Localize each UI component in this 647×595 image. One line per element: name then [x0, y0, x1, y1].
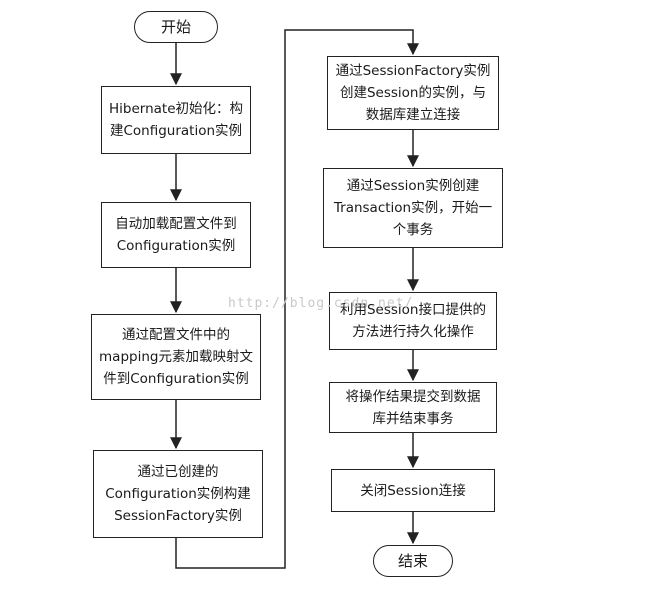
commit-transaction-step: 将操作结果提交到数据 库并结束事务	[329, 382, 497, 433]
start-node: 开始	[134, 11, 218, 43]
build-session-factory-step: 通过已创建的 Configuration实例构建 SessionFactory实…	[93, 450, 263, 538]
hibernate-init-step: Hibernate初始化：构 建Configuration实例	[101, 86, 251, 154]
create-session-step: 通过SessionFactory实例 创建Session的实例，与 数据库建立连…	[327, 56, 499, 130]
create-transaction-step: 通过Session实例创建 Transaction实例，开始一 个事务	[323, 168, 503, 248]
edge-build-factory-create-session	[175, 29, 419, 569]
load-mapping-step: 通过配置文件中的 mapping元素加载映射文 件到Configuration实…	[91, 314, 261, 400]
end-node: 结束	[373, 545, 453, 577]
watermark: http://blog.csdn.net/	[228, 296, 414, 311]
persistence-operation-step: 利用Session接口提供的 方法进行持久化操作	[329, 292, 497, 350]
close-session-step: 关闭Session连接	[331, 469, 495, 512]
autoload-config-step: 自动加载配置文件到 Configuration实例	[101, 202, 251, 268]
